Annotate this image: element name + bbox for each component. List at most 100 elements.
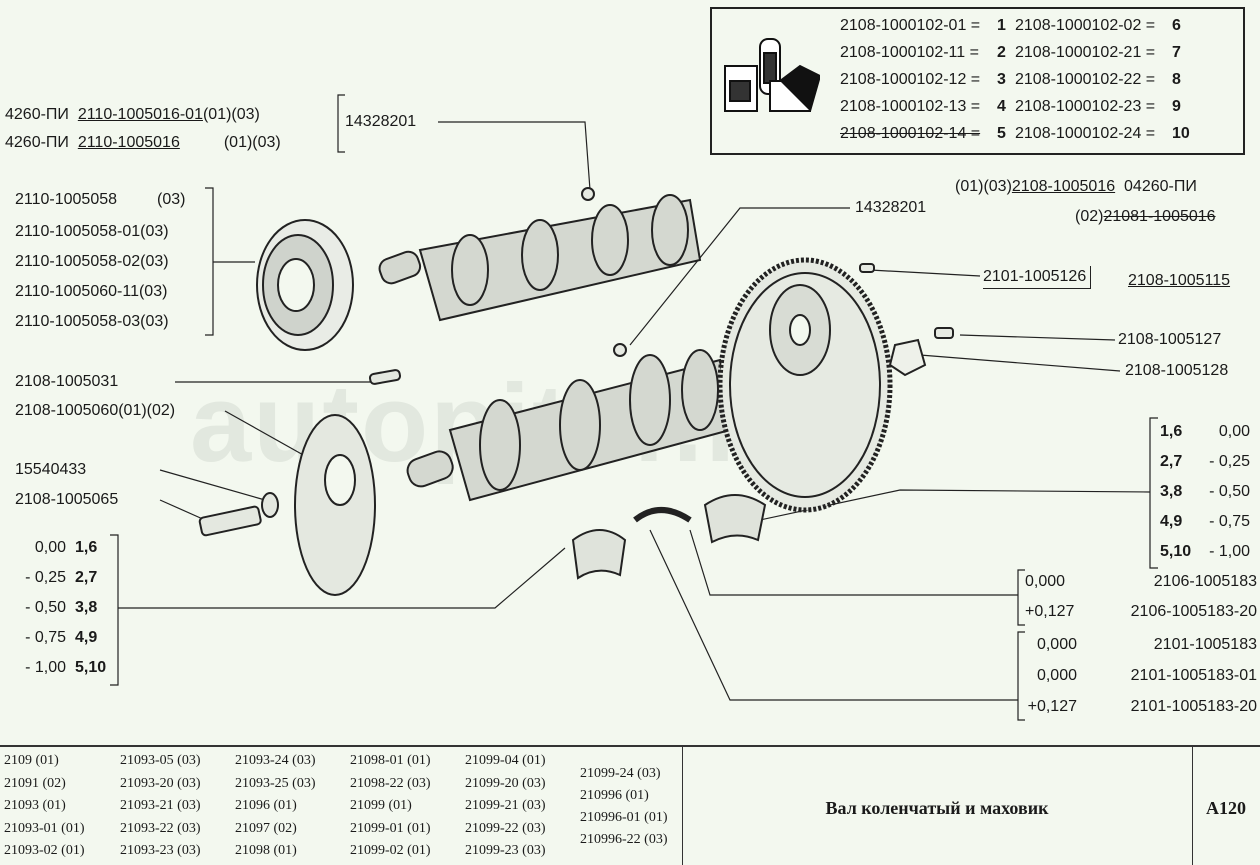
model-item: 21093-25 (03) [235,775,316,791]
model-item: 21093-01 (01) [4,820,85,836]
legend-size-left: 3 [997,71,1006,88]
footer-panel: 2109 (01)21091 (02)21093 (01)21093-01 (0… [0,745,1260,865]
size-value: 0,00 [34,539,66,556]
thrust-part: 2101-1005183 [1153,636,1257,653]
legend-part-left: 2108-1000102-11 = [840,44,979,61]
legend-size-right: 8 [1172,71,1181,88]
legend-part-left: 2108-1000102-01 = [840,17,981,34]
legend-size-right: 7 [1172,44,1181,61]
size-value: - 0,75 [25,629,66,646]
label-pulley-1: 2110-1005058-01(03) [15,223,169,240]
label-plate: 2108-1005128 [1125,362,1229,379]
crankshaft-lower-drawing [406,349,732,502]
size-value: - 0,25 [1209,453,1250,470]
size-code: 1,6 [1160,423,1183,440]
model-item: 21099 (01) [350,798,412,813]
label-ring-gear: 2108-1005115 [1128,272,1231,289]
model-item: 21093-23 (03) [120,843,201,858]
size-value: - 1,00 [1209,543,1250,560]
legend-part-right: 2108-1000102-22 = [1015,71,1156,88]
model-item: 21093-21 (03) [120,798,201,813]
legend-part-right: 2108-1000102-02 = [1015,17,1156,34]
thrust-size: 0,000 [1025,573,1066,590]
parts-drawing [110,94,1158,721]
model-item: 21099-02 (01) [350,843,431,858]
size-code: 5,10 [75,659,107,676]
model-item: 210996-22 (03) [580,832,668,847]
legend-part-left: 2108-1000102-14 = [840,125,981,142]
label-bolt: 2108-1005065 [15,491,119,508]
label-flywheel-b: (02)21081-1005016 [1075,208,1216,225]
gear-drawing [198,369,402,596]
parts-kit-icon [724,38,820,112]
model-item: 21093-22 (03) [120,820,201,836]
legend-size-right: 9 [1172,98,1181,115]
label-flywheel-bolt: 2108-1005127 [1118,331,1222,348]
bearing-shell-right [703,494,767,544]
size-code: 1,6 [75,539,98,556]
model-item: 21099-01 (01) [350,820,431,836]
label-pulley-4: 2110-1005058-03(03) [15,313,169,330]
size-value: - 1,00 [25,659,66,676]
page-code: A120 [1206,798,1246,818]
legend-part-right: 2108-1000102-24 = [1015,125,1156,142]
label-bolt-top: 14328201 [345,113,417,130]
flywheel-drawing [581,187,954,513]
model-item: 21093 (01) [4,798,66,813]
label-gear: 2108-1005060(01)(02) [15,402,176,419]
thrust-part: 2106-1005183 [1153,573,1257,590]
model-item: 21093-05 (03) [120,753,201,768]
model-item: 21096 (01) [235,798,297,813]
size-value: - 0,50 [1209,483,1250,500]
thrust-size: +0,127 [1025,603,1075,620]
label-key: 2108-1005031 [15,373,119,390]
legend-part-right: 2108-1000102-21 = [1015,44,1156,61]
model-item: 21099-22 (03) [465,820,546,836]
size-code: 2,7 [75,569,98,586]
thrust-size: 0,000 [1036,636,1077,653]
model-item: 210996 (01) [580,788,649,803]
model-item: 21099-04 (01) [465,753,546,768]
label-flywheel-a: (01)(03)2108-1005016 04260-ПИ [955,178,1197,195]
legend-size-right: 10 [1172,125,1190,142]
size-value: 0,00 [1218,423,1250,440]
thrust-size: 0,000 [1036,667,1077,684]
legend-size-left: 4 [997,98,1006,115]
model-item: 21098-22 (03) [350,775,431,791]
model-item: 21091 (02) [4,775,66,791]
model-item: 21093-24 (03) [235,753,316,768]
size-value: - 0,50 [25,599,66,616]
legend-size-left: 1 [997,17,1006,34]
model-item: 21099-21 (03) [465,798,546,813]
legend-size-left: 5 [997,125,1006,142]
size-code: 3,8 [1160,483,1183,500]
model-item: 21097 (02) [235,820,297,836]
label-pulley-0: 2110-1005058(03) [15,191,186,208]
model-item: 21099-23 (03) [465,843,546,858]
size-value: - 0,25 [25,569,66,586]
legend-size-left: 2 [997,44,1006,61]
model-item: 21099-24 (03) [580,766,661,781]
label-pin: 2101-1005126 [983,266,1092,289]
size-code: 5,10 [1160,543,1192,560]
label-pulley-3: 2110-1005060-11(03) [15,283,168,300]
size-value: - 0,75 [1209,513,1250,530]
model-item: 21093-02 (01) [4,843,85,858]
legend-part-left: 2108-1000102-13 = [840,98,981,115]
model-item: 210996-01 (01) [580,810,668,825]
legend-part-left: 2108-1000102-12 = [840,71,981,88]
model-item: 21099-20 (03) [465,775,546,791]
label-plug-right: 14328201 [855,199,927,216]
model-item: 21098 (01) [235,843,297,858]
label-pulley-2: 2110-1005058-02(03) [15,253,169,270]
label-pulley-set-a: 4260-ПИ 2110-1005016-01(01)(03) [5,106,260,123]
pulley-drawing [256,219,354,351]
size-code: 3,8 [75,599,98,616]
legend-part-right: 2108-1000102-23 = [1015,98,1156,115]
bearing-shell-left [571,529,627,580]
thrust-part: 2101-1005183-01 [1130,667,1257,684]
size-code: 2,7 [1160,453,1183,470]
thrust-part: 2106-1005183-20 [1130,603,1257,620]
label-washer: 15540433 [15,461,87,478]
